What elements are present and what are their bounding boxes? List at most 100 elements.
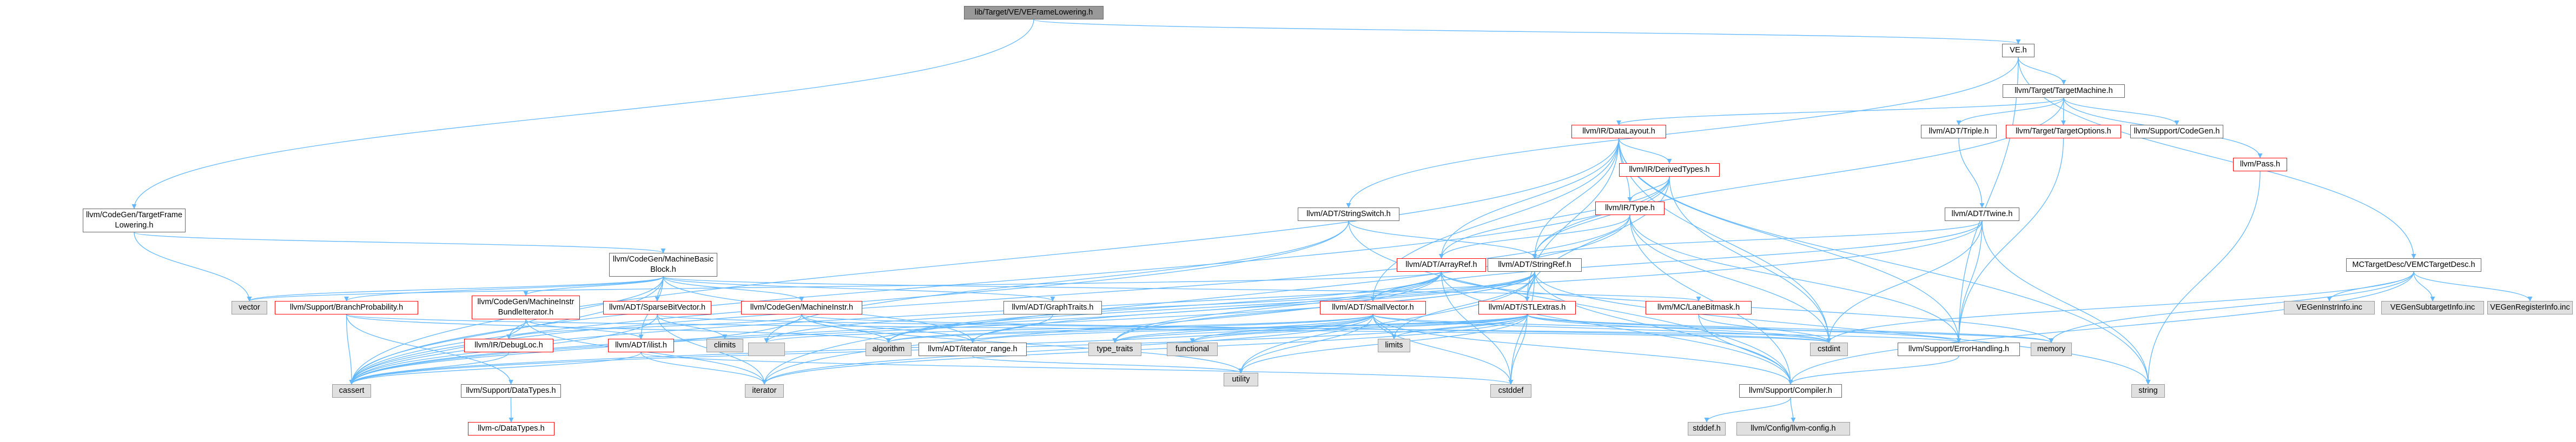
edge-string_ref-to-cstring bbox=[764, 271, 1535, 343]
node-mctarget-desc[interactable]: MCTargetDesc/VEMCTargetDesc.h bbox=[2346, 258, 2481, 272]
edge-machine_instr_bundle_iterator-to-ilist bbox=[525, 319, 644, 339]
edge-pass-to-string bbox=[2145, 171, 2261, 385]
node-iterator-range[interactable]: llvm/ADT/iterator_range.h bbox=[919, 343, 1027, 356]
edge-string_switch-to-cstring bbox=[764, 220, 1349, 343]
edge-ve-to-string_switch bbox=[1346, 57, 2019, 208]
edge-codegen_target_frame-to-machine_basic_block bbox=[134, 232, 666, 253]
edge-stl_extras-to-limits bbox=[1391, 314, 1528, 339]
node-type-traits[interactable]: type_traits bbox=[1088, 343, 1141, 356]
edge-data_layout-to-stl_extras bbox=[1524, 138, 1620, 302]
edge-data_layout-to-cassert bbox=[349, 138, 1620, 385]
edge-array_ref-to-cassert bbox=[349, 271, 1442, 385]
node-ve[interactable]: VE.h bbox=[2002, 44, 2035, 57]
edge-stl_extras-to-iterator bbox=[762, 314, 1528, 385]
edge-lane_bitmask-to-cstdint bbox=[1698, 314, 1832, 343]
edge-machine_instr_bundle_iterator-to-cassert bbox=[349, 319, 526, 385]
edge-ir_type-to-error_handling bbox=[1629, 215, 1961, 343]
node-utility[interactable]: utility bbox=[1224, 373, 1258, 386]
node-functional[interactable]: functional bbox=[1167, 343, 1218, 356]
node-array-ref[interactable]: llvm/ADT/ArrayRef.h bbox=[1397, 258, 1486, 272]
node-genregisterinfo[interactable]: VEGenRegisterInfo.inc bbox=[2487, 301, 2573, 314]
edge-error_handling-to-compiler bbox=[1788, 356, 1959, 385]
edge-data_layout-to-small_vector bbox=[1370, 138, 1620, 302]
node-compiler[interactable]: llvm/Support/Compiler.h bbox=[1739, 384, 1842, 398]
node-string[interactable]: string bbox=[2131, 384, 2165, 398]
edge-machine_basic_block-to-vector bbox=[247, 276, 664, 302]
node-sparse-bit-vector[interactable]: llvm/ADT/SparseBitVector.h bbox=[603, 301, 711, 314]
node-small-vector[interactable]: llvm/ADT/SmallVector.h bbox=[1320, 301, 1426, 314]
edge-machine_instr-to-iterator_range bbox=[801, 314, 975, 343]
edge-graph_traits-to-iterator_range bbox=[970, 314, 1053, 343]
node-llvm-config[interactable]: llvm/Config/llvm-config.h bbox=[1736, 422, 1850, 436]
edge-ir_type-to-array_ref bbox=[1439, 215, 1630, 259]
node-lane-bitmask[interactable]: llvm/MC/LaneBitmask.h bbox=[1646, 301, 1752, 314]
node-llvm-c-datatypes[interactable]: llvm-c/DataTypes.h bbox=[468, 422, 554, 436]
edge-derived_types-to-string_ref bbox=[1532, 176, 1670, 259]
node-gensubtargetinfo[interactable]: VEGenSubtargetInfo.inc bbox=[2381, 301, 2484, 314]
node-string-ref[interactable]: llvm/ADT/StringRef.h bbox=[1488, 258, 1582, 272]
edge-small_vector-to-cstdint bbox=[1372, 314, 1832, 343]
edge-twine-to-string_ref bbox=[1532, 220, 1983, 259]
edge-data_layout-to-array_ref bbox=[1438, 138, 1620, 259]
node-support-codegen[interactable]: llvm/Support/CodeGen.h bbox=[2130, 125, 2223, 138]
edge-machine_instr-to-cstdint bbox=[801, 314, 1831, 343]
node-memory[interactable]: memory bbox=[2031, 343, 2072, 356]
edge-small_vector-to-memory bbox=[1372, 314, 2054, 343]
node-branch-probability[interactable]: llvm/Support/BranchProbability.h bbox=[275, 301, 418, 314]
node-debug-loc[interactable]: llvm/IR/DebugLoc.h bbox=[464, 339, 553, 352]
node-climits[interactable]: climits bbox=[706, 339, 743, 352]
edge-string_ref-to-cstddef bbox=[1508, 271, 1535, 385]
node-error-handling[interactable]: llvm/Support/ErrorHandling.h bbox=[1898, 343, 2020, 356]
edge-data_layout-to-derived_types bbox=[1618, 138, 1672, 164]
node-ilist[interactable]: llvm/ADT/ilist.h bbox=[608, 339, 674, 352]
node-stl-extras[interactable]: llvm/ADT/STLExtras.h bbox=[1478, 301, 1576, 314]
node-target-machine[interactable]: llvm/Target/TargetMachine.h bbox=[2003, 84, 2125, 98]
node-algorithm[interactable]: algorithm bbox=[866, 343, 911, 356]
edge-twine-to-cstdint bbox=[1826, 220, 1983, 343]
edge-compiler-to-llvm_config bbox=[1790, 397, 1796, 423]
node-string-switch[interactable]: llvm/ADT/StringSwitch.h bbox=[1298, 207, 1399, 221]
node-ir-type[interactable]: llvm/IR/Type.h bbox=[1595, 202, 1665, 215]
edge-stl_extras-to-iterator_range bbox=[970, 314, 1528, 343]
node-adt-triple[interactable]: llvm/ADT/Triple.h bbox=[1921, 125, 1997, 138]
edge-derived_types-to-cassert bbox=[349, 176, 1670, 385]
node-cstring[interactable] bbox=[748, 343, 785, 356]
edge-string_ref-to-utility bbox=[1238, 271, 1535, 373]
edge-data_layout-to-string bbox=[1618, 138, 2151, 385]
node-cassert[interactable]: cassert bbox=[332, 384, 371, 398]
edge-derived_types-to-ir_type bbox=[1627, 176, 1670, 202]
edge-stl_extras-to-memory bbox=[1527, 314, 2054, 343]
edge-ir_type-to-compiler bbox=[1629, 215, 1793, 385]
edge-machine_instr-to-debug_loc bbox=[506, 314, 802, 339]
node-root[interactable]: lib/Target/VE/VEFrameLowering.h bbox=[964, 6, 1104, 19]
node-derived-types[interactable]: llvm/IR/DerivedTypes.h bbox=[1619, 163, 1720, 177]
node-vector[interactable]: vector bbox=[232, 301, 267, 314]
node-pass[interactable]: llvm/Pass.h bbox=[2233, 158, 2287, 171]
edge-ve-to-target_machine bbox=[2018, 57, 2066, 85]
node-machine-instr[interactable]: llvm/CodeGen/MachineInstr.h bbox=[741, 301, 862, 314]
edge-lane_bitmask-to-compiler bbox=[1698, 314, 1793, 385]
node-target-options[interactable]: llvm/Target/TargetOptions.h bbox=[2006, 125, 2121, 138]
node-geninstrinfo[interactable]: VEGenInstrInfo.inc bbox=[2284, 301, 2375, 314]
edge-small_vector-to-algorithm bbox=[886, 314, 1373, 343]
edge-mctarget_desc-to-memory bbox=[2049, 271, 2414, 343]
node-data-layout[interactable]: llvm/IR/DataLayout.h bbox=[1571, 125, 1666, 138]
edge-sparse_bit_vector-to-climits bbox=[657, 314, 728, 339]
node-graph-traits[interactable]: llvm/ADT/GraphTraits.h bbox=[1003, 301, 1102, 314]
node-stddef[interactable]: stddef.h bbox=[1688, 422, 1726, 436]
node-cstddef[interactable]: cstddef bbox=[1490, 384, 1531, 398]
node-limits[interactable]: limits bbox=[1378, 339, 1410, 352]
edge-array_ref-to-type_traits bbox=[1112, 271, 1442, 343]
node-data-types[interactable]: llvm/Support/DataTypes.h bbox=[461, 384, 561, 398]
node-cstdint[interactable]: cstdint bbox=[1810, 343, 1848, 356]
edge-string_ref-to-string bbox=[1534, 271, 2151, 385]
edge-iterator_range-to-utility bbox=[972, 356, 1244, 373]
node-twine[interactable]: llvm/ADT/Twine.h bbox=[1945, 207, 2019, 221]
edge-target_machine-to-support_codegen bbox=[2063, 97, 2179, 125]
edge-branch_probability-to-cstdint bbox=[346, 314, 1831, 343]
node-iterator[interactable]: iterator bbox=[745, 384, 784, 398]
